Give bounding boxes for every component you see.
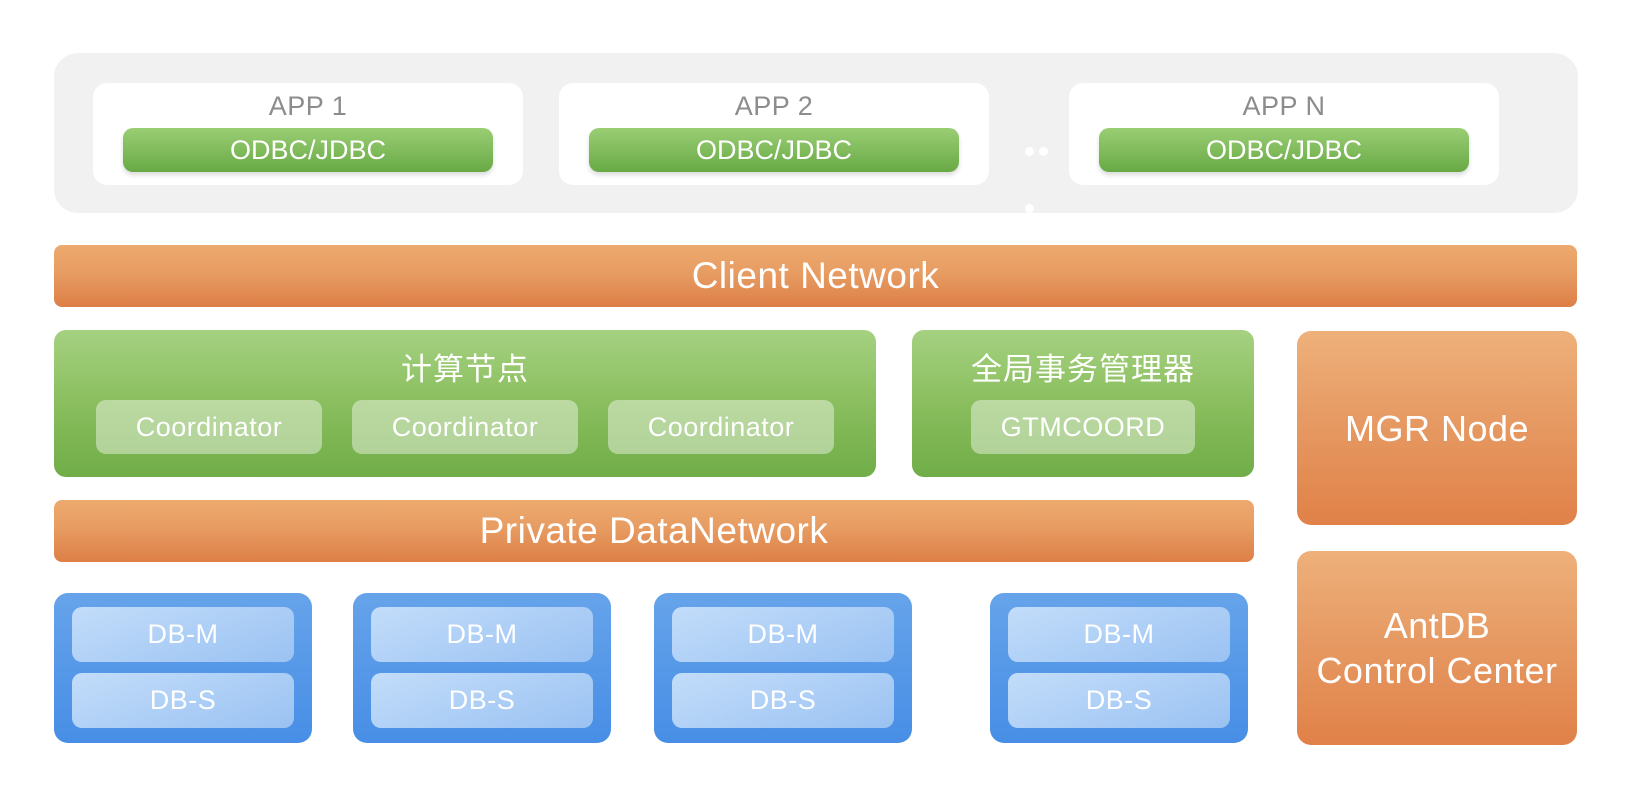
app-title: APP 2	[734, 91, 814, 121]
coordinator-pill: Coordinator	[352, 400, 578, 454]
odbc-jdbc-pill: ODBC/JDBC	[123, 128, 493, 172]
client-network-label: Client Network	[691, 255, 940, 296]
db-standby-pill: DB-S	[371, 673, 593, 728]
app-card-n: APP N ODBC/JDBC	[1069, 83, 1499, 185]
db-master-pill: DB-M	[1008, 607, 1230, 662]
client-network-bar: Client Network	[54, 245, 1577, 307]
private-data-network-bar: Private DataNetwork	[54, 500, 1254, 562]
ellipsis-dots-icon	[1039, 147, 1048, 156]
gtm-box: 全局事务管理器 GTMCOORD	[912, 330, 1254, 477]
mgr-node-label: MGR Node	[1344, 407, 1530, 449]
app-title: APP 1	[268, 91, 348, 121]
control-center-box: AntDB Control Center	[1297, 551, 1577, 745]
data-node-group-1: DB-M DB-S	[54, 593, 312, 743]
coordinator-row: Coordinator Coordinator Coordinator	[96, 400, 834, 454]
gtmcoord-pill: GTMCOORD	[971, 400, 1195, 454]
odbc-jdbc-pill: ODBC/JDBC	[589, 128, 959, 172]
ellipsis-dots-icon	[1025, 147, 1034, 156]
control-center-label-line1: AntDB	[1383, 605, 1491, 646]
db-standby-pill: DB-S	[672, 673, 894, 728]
db-master-pill: DB-M	[72, 607, 294, 662]
db-standby-pill: DB-S	[72, 673, 294, 728]
app-card-2: APP 2 ODBC/JDBC	[559, 83, 989, 185]
app-title: APP N	[1242, 91, 1326, 121]
control-center-label-line2: Control Center	[1316, 650, 1558, 691]
gtm-title: 全局事务管理器	[971, 352, 1195, 387]
coordinator-pill: Coordinator	[608, 400, 834, 454]
private-data-network-label: Private DataNetwork	[479, 510, 829, 551]
odbc-jdbc-pill: ODBC/JDBC	[1099, 128, 1469, 172]
coordinator-pill: Coordinator	[96, 400, 322, 454]
compute-node-title: 计算节点	[401, 352, 529, 387]
db-master-pill: DB-M	[672, 607, 894, 662]
db-standby-pill: DB-S	[1008, 673, 1230, 728]
db-master-pill: DB-M	[371, 607, 593, 662]
data-node-group-4: DB-M DB-S	[990, 593, 1248, 743]
app-card-1: APP 1 ODBC/JDBC	[93, 83, 523, 185]
mgr-node-box: MGR Node	[1297, 331, 1577, 525]
data-node-group-3: DB-M DB-S	[654, 593, 912, 743]
data-node-group-2: DB-M DB-S	[353, 593, 611, 743]
compute-node-box: 计算节点 Coordinator Coordinator Coordinator	[54, 330, 876, 477]
ellipsis-dots-icon	[1025, 204, 1034, 213]
